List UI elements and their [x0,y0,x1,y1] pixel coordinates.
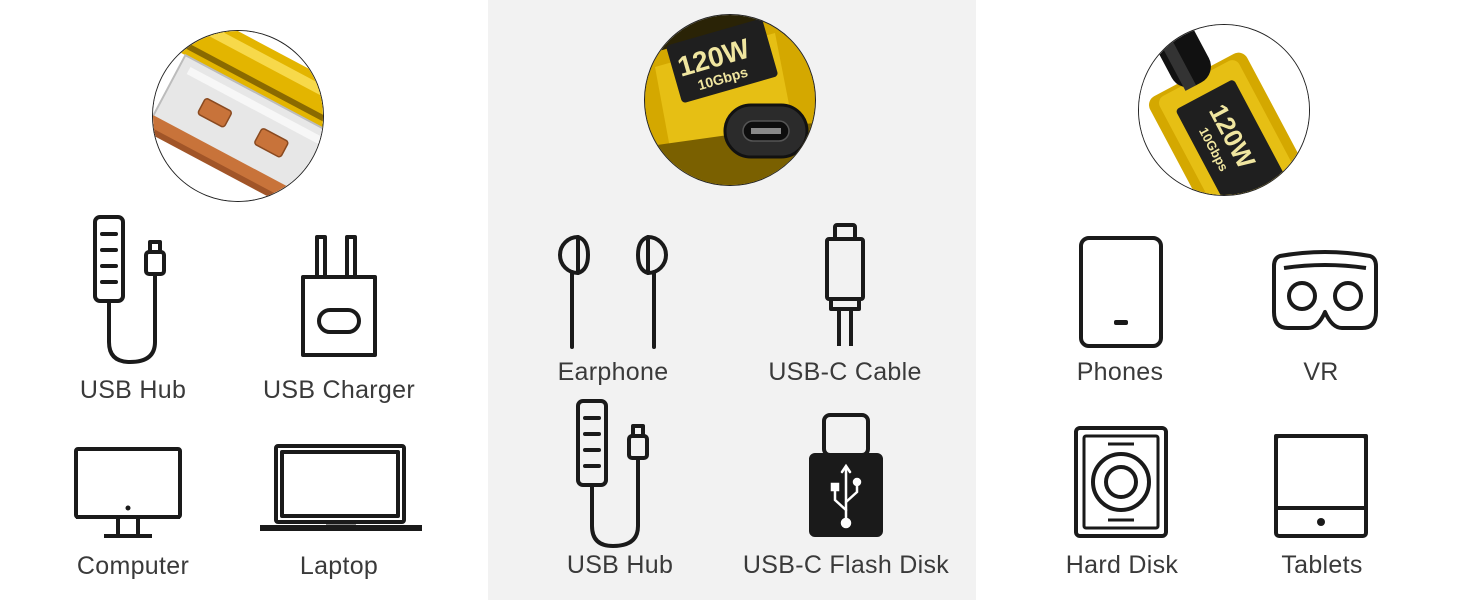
usb-c-adapter-cable-icon: 120W 10Gbps [1139,25,1309,195]
usb-charger-icon [301,235,377,357]
label-laptop: Laptop [299,552,379,580]
panel-usb-c-female: 120W 10Gbps Earphone [488,0,976,600]
usb-c-port-closeup: 120W 10Gbps [644,14,816,186]
label-earphone: Earphone [557,358,669,386]
usb-a-plug-icon [153,31,323,201]
label-usb-c-flash-disk: USB-C Flash Disk [742,551,950,579]
panel-usb-a: USB Hub USB Charger Computer [0,0,488,600]
vr-headset-icon [1272,250,1378,330]
hard-disk-icon [1074,426,1168,538]
label-phones: Phones [1076,358,1164,386]
usb-c-cable-icon [825,223,865,346]
usb-c-flash-disk-icon [809,413,883,537]
label-computer: Computer [76,552,190,580]
adapter-cable-closeup: 120W 10Gbps [1138,24,1310,196]
usb-a-plug-closeup [152,30,324,202]
label-usb-hub: USB Hub [79,376,187,404]
usb-c-female-port-icon: 120W 10Gbps [645,15,815,185]
label-vr: VR [1303,358,1339,386]
laptop-icon [260,444,422,531]
label-tablets: Tablets [1281,551,1363,579]
usb-hub-icon [93,215,166,364]
panel-usb-c-adapter: 120W 10Gbps Phones VR [976,0,1464,600]
computer-monitor-icon [74,447,182,538]
label-hard-disk: Hard Disk [1065,551,1179,579]
label-usb-hub-mid: USB Hub [566,551,674,579]
earphone-icon [558,235,668,349]
phone-icon [1079,236,1163,348]
tablet-icon [1274,434,1368,538]
label-usb-c-cable: USB-C Cable [768,358,922,386]
usb-hub-icon [576,399,649,548]
label-usb-charger: USB Charger [263,376,415,404]
